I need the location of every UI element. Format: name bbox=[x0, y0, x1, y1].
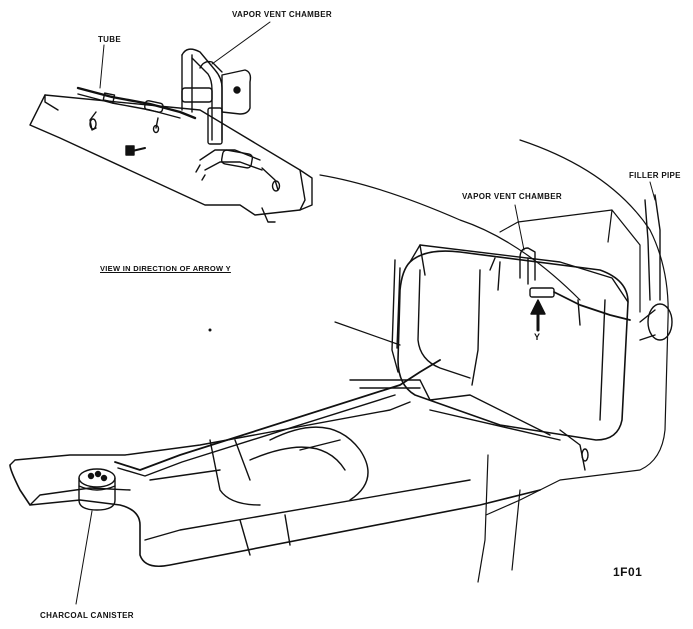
figure-id: 1F01 bbox=[613, 565, 643, 579]
vapor-vent-chamber-right-label: VAPOR VENT CHAMBER bbox=[462, 192, 562, 201]
main-vapor-vent-chamber bbox=[515, 205, 630, 325]
vapor-vent-chamber-top-label: VAPOR VENT CHAMBER bbox=[232, 10, 332, 19]
body-outline bbox=[320, 175, 580, 300]
view-direction-label: VIEW IN DIRECTION OF ARROW Y bbox=[100, 264, 231, 273]
filler-pipe-label: FILLER PIPE bbox=[629, 171, 681, 180]
arrow-y bbox=[531, 300, 545, 330]
inset-vapor-vent-chamber bbox=[182, 49, 250, 144]
canister-leader bbox=[76, 511, 92, 604]
filler-pipe-leader bbox=[650, 182, 655, 200]
vvc-top-leader bbox=[212, 22, 270, 64]
filler-pipe bbox=[640, 182, 672, 340]
inset-tube bbox=[78, 88, 195, 118]
rear-panel bbox=[500, 210, 640, 312]
inset-bolt bbox=[126, 146, 145, 155]
charcoal-canister bbox=[76, 469, 115, 604]
tube-leader bbox=[100, 45, 104, 88]
vapor-lines bbox=[115, 258, 588, 480]
main-view bbox=[10, 140, 672, 604]
inset-mount-plate bbox=[222, 70, 250, 114]
charcoal-canister-label: CHARCOAL CANISTER bbox=[40, 611, 134, 620]
fuel-tank bbox=[398, 245, 628, 440]
frame-rails bbox=[10, 380, 560, 566]
inset-detail-view bbox=[30, 22, 312, 222]
arrow-y-label: Y bbox=[534, 332, 541, 342]
vvc-right-leader bbox=[515, 205, 524, 250]
inset-tank-panel bbox=[30, 95, 312, 215]
tube-label: TUBE bbox=[98, 35, 121, 44]
